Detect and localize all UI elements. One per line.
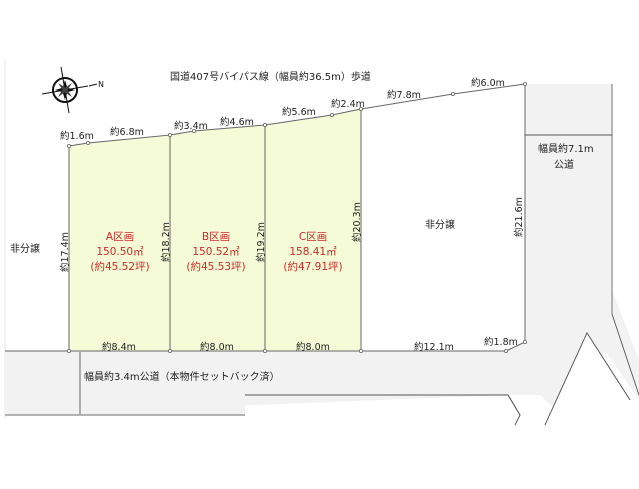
dim-top-8: 約6.0m	[471, 77, 505, 89]
dim-vert-3: 約19.2m	[255, 222, 267, 262]
lot-a-area-m2: 150.50㎡	[96, 246, 144, 258]
lot-c-area-tsubo: (約47.91坪)	[283, 260, 342, 273]
road-label-bottom: 幅員約3.4m公道（本物件セットバック済）	[84, 370, 280, 383]
dim-top-3: 約3.4m	[174, 120, 208, 132]
dim-bottom-4: 約12.1m	[414, 341, 454, 353]
dim-bottom-2: 約8.0m	[200, 341, 234, 353]
dim-top-1: 約1.6m	[60, 130, 94, 142]
lot-c-name: C区画	[299, 231, 327, 243]
dim-vert-1: 約17.4m	[59, 232, 71, 272]
non-subdivided-right-label: 非分譲	[425, 218, 455, 231]
dim-top-5: 約5.6m	[282, 106, 316, 118]
lot-c-area-m2: 158.41㎡	[289, 246, 337, 258]
road-label-right-width: 幅員約7.1m	[538, 142, 594, 155]
dim-top-7: 約7.8m	[387, 89, 421, 101]
compass-north-label: N	[98, 80, 104, 89]
lot-b-area-m2: 150.52㎡	[192, 246, 240, 258]
bottom-road-left-ext	[5, 395, 245, 415]
dim-vert-2: 約18.2m	[160, 222, 172, 262]
dim-bottom-3: 約8.0m	[296, 341, 330, 353]
road-label-top: 国道407号バイパス線（幅員約36.5m）歩道	[170, 70, 371, 83]
lot-b-area-tsubo: (約45.53坪)	[186, 260, 245, 273]
dim-top-6: 約2.4m	[331, 98, 365, 110]
lot-a-area-tsubo: (約45.52坪)	[90, 260, 149, 273]
lot-a[interactable]	[68, 134, 171, 352]
wedge-cut-2	[500, 395, 520, 430]
vertex-markers	[67, 82, 528, 353]
compass-rose-icon: N	[41, 66, 104, 114]
dim-top-2: 約6.8m	[110, 126, 144, 138]
dim-bottom-1: 約8.4m	[102, 341, 136, 353]
non-subdivided-left-label: 非分譲	[10, 242, 40, 255]
bottom-road-band	[5, 351, 508, 395]
right-road	[525, 84, 639, 400]
dim-bottom-5: 約1.8m	[484, 336, 518, 348]
dim-vert-5: 約21.6m	[513, 197, 525, 237]
lot-c[interactable]	[264, 108, 362, 352]
dim-top-4: 約4.6m	[220, 116, 254, 128]
lot-b-name: B区画	[202, 231, 230, 243]
road-label-right-type: 公道	[554, 158, 574, 171]
lot-a-name: A区画	[106, 231, 134, 243]
dim-vert-4: 約20.3m	[351, 202, 363, 242]
road-edge-right-diag	[611, 313, 639, 396]
non-subdivided-right-parcel	[360, 83, 526, 352]
wedge-cut	[545, 333, 639, 430]
